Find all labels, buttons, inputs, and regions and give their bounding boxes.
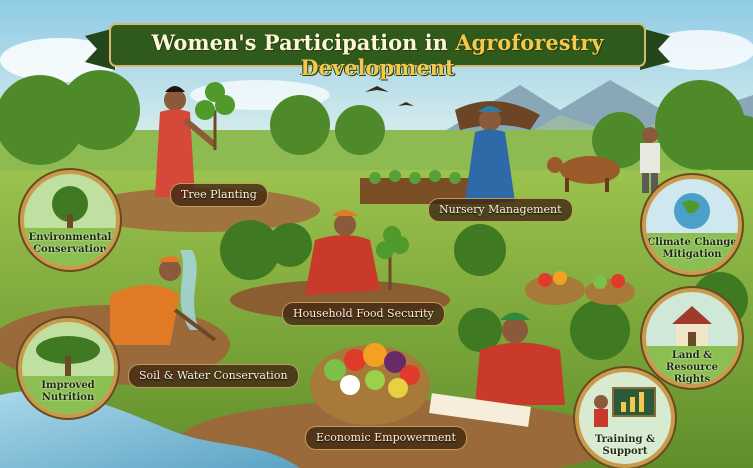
label-economic-empowerment: Economic Empowerment: [305, 426, 467, 450]
badge-line-1: Climate Change: [647, 237, 737, 248]
woman-soil-water: [110, 256, 217, 345]
woman-nursery: [455, 101, 540, 202]
badge-line-2: Mitigation: [662, 249, 722, 260]
vegetable-basket-large: [310, 343, 430, 425]
savanna-tree-icon: [22, 336, 114, 414]
badge-line-2: Rights: [673, 374, 711, 385]
page-title: Women's Participation in Agroforestry De…: [85, 30, 670, 80]
title-banner: Women's Participation in Agroforestry De…: [85, 18, 670, 80]
cow-and-farmer: [547, 127, 660, 193]
badge-line-2: Nutrition: [41, 392, 95, 403]
chalkboard-icon: [594, 387, 656, 427]
label-nursery-management: Nursery Management: [428, 198, 573, 222]
label-tree-planting: Tree Planting: [170, 183, 268, 207]
title-part-2: Agroforestry Development: [300, 30, 604, 80]
tree-icon: [24, 186, 116, 266]
globe-icon: [646, 193, 738, 271]
house-icon: [646, 306, 738, 384]
banner-ribbon-shape: [85, 23, 670, 70]
badge-line-2: Conservation: [33, 244, 107, 255]
vegetable-baskets-market: [525, 271, 635, 305]
woman-tree-planting: [155, 82, 235, 197]
label-soil-water-conservation: Soil & Water Conservation: [128, 364, 299, 388]
badge-line-1: Land & Resource: [666, 350, 718, 373]
title-part-1: Women's Participation in: [151, 30, 456, 55]
woman-economic: [429, 312, 565, 427]
badge-training-support: Training & Support: [575, 368, 675, 468]
badge-line-1: Environmental: [28, 232, 112, 243]
label-household-food-security: Household Food Security: [282, 302, 445, 326]
badge-line-1: Improved: [41, 380, 95, 391]
woman-food-security: [305, 210, 409, 295]
badge-line-1: Training & Support: [594, 434, 656, 457]
